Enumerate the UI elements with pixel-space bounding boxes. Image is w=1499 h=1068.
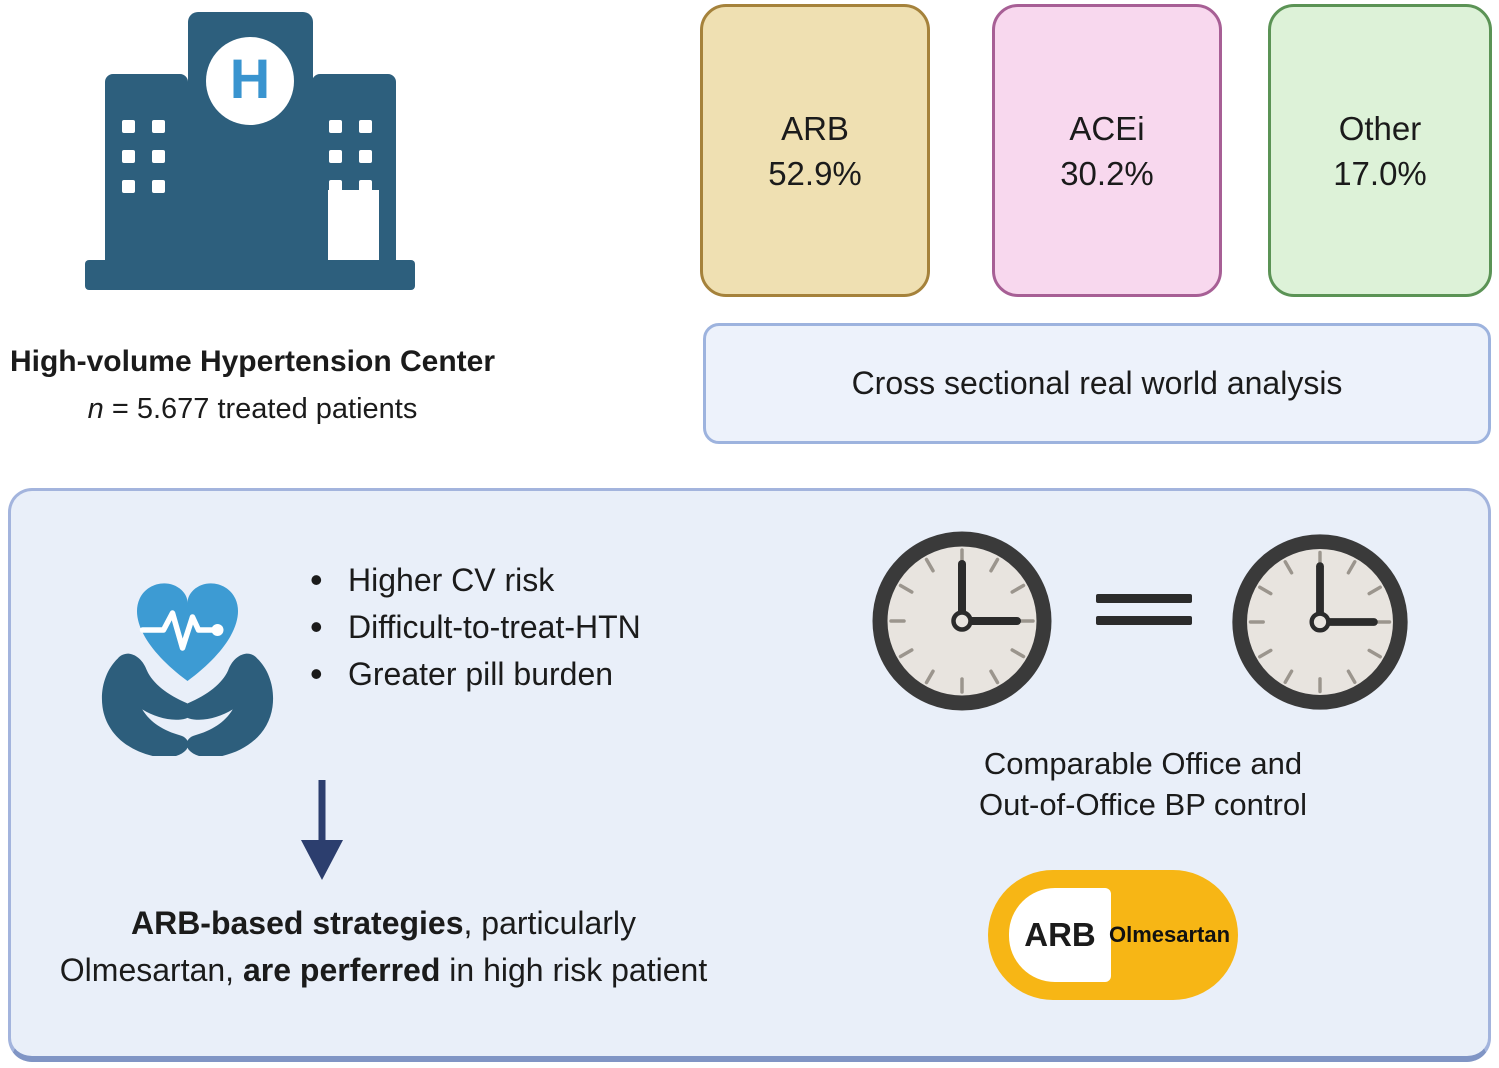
equals-icon [1096, 594, 1192, 603]
pill-drug-label: Olmesartan [1108, 922, 1231, 947]
statement-reg-3: in high risk patient [440, 952, 708, 988]
bp-caption-line2: Out-of-Office BP control [979, 787, 1307, 822]
hand-left [101, 653, 193, 756]
bullet-pill-burden: Greater pill burden [308, 650, 641, 698]
card-other-value: 17.0% [1333, 154, 1427, 192]
card-other: Other 17.0% [1268, 4, 1492, 297]
card-other-text: Other 17.0% [1333, 106, 1427, 196]
center-subtitle: n = 5.677 treated patients [0, 392, 505, 426]
equals-icon [1096, 616, 1192, 625]
hospital-icon: H [85, 12, 415, 290]
n-symbol: n [87, 393, 104, 425]
hand-right [182, 653, 274, 756]
ecg-dot [211, 624, 224, 636]
bp-caption-line1: Comparable Office and [983, 746, 1303, 781]
clock-ticks [1248, 550, 1392, 694]
clock-ticks [889, 548, 1035, 694]
hospital-base [85, 260, 415, 290]
center-title: High-volume Hypertension Center [9, 345, 496, 378]
statement-bold-2: are perferred [242, 952, 441, 988]
pill-icon: ARB Olmesartan [988, 870, 1238, 1000]
results-panel: Higher CV risk Difficult-to-treat-HTN Gr… [8, 488, 1491, 1062]
hospital-h-letter: H [229, 47, 271, 110]
pill-left-half: ARB [1009, 888, 1111, 982]
statement-bold-1: ARB-based strategies [130, 905, 464, 941]
hospital-windows-right [329, 120, 372, 193]
conclusion-statement: ARB-based strategies, particularly Olmes… [11, 900, 756, 994]
statement-reg-2: Olmesartan, [59, 952, 243, 988]
hospital-caption: High-volume Hypertension Center n = 5.67… [0, 344, 505, 426]
clock-center [951, 610, 973, 632]
hospital-windows-left [122, 120, 165, 193]
card-acei: ACEi 30.2% [992, 4, 1222, 297]
patients-count: = 5.677 treated patients [103, 393, 418, 425]
card-acei-label: ACEi [1069, 109, 1145, 147]
card-arb: ARB 52.9% [700, 4, 930, 297]
analysis-banner-text: Cross sectional real world analysis [851, 365, 1343, 401]
statement-reg-1: , particularly [463, 905, 637, 941]
card-arb-label: ARB [781, 109, 849, 147]
bullet-difficult-htn: Difficult-to-treat-HTN [308, 603, 641, 651]
clock-out-of-office-icon [1232, 534, 1408, 710]
analysis-banner: Cross sectional real world analysis [703, 323, 1491, 444]
hospital-tower [188, 12, 379, 262]
pill-class-label: ARB [1024, 916, 1096, 953]
heart-in-hands-icon [101, 583, 274, 756]
hospital-sign-circle: H [206, 37, 294, 125]
card-arb-text: ARB 52.9% [768, 106, 862, 196]
hospital-wing-left [105, 74, 188, 262]
bullet-higher-cv-risk: Higher CV risk [308, 556, 641, 604]
bp-control-caption: Comparable Office and Out-of-Office BP c… [943, 743, 1343, 825]
card-acei-text: ACEi 30.2% [1060, 106, 1154, 196]
card-acei-value: 30.2% [1060, 154, 1154, 192]
clock-office-icon [872, 531, 1052, 711]
clock-center [1309, 611, 1331, 633]
down-arrow-icon [301, 780, 343, 880]
card-other-label: Other [1338, 109, 1422, 147]
card-arb-value: 52.9% [768, 154, 862, 192]
risk-bullet-list: Higher CV risk Difficult-to-treat-HTN Gr… [308, 556, 641, 698]
ecg-line [139, 610, 218, 651]
hospital-door [328, 190, 379, 260]
